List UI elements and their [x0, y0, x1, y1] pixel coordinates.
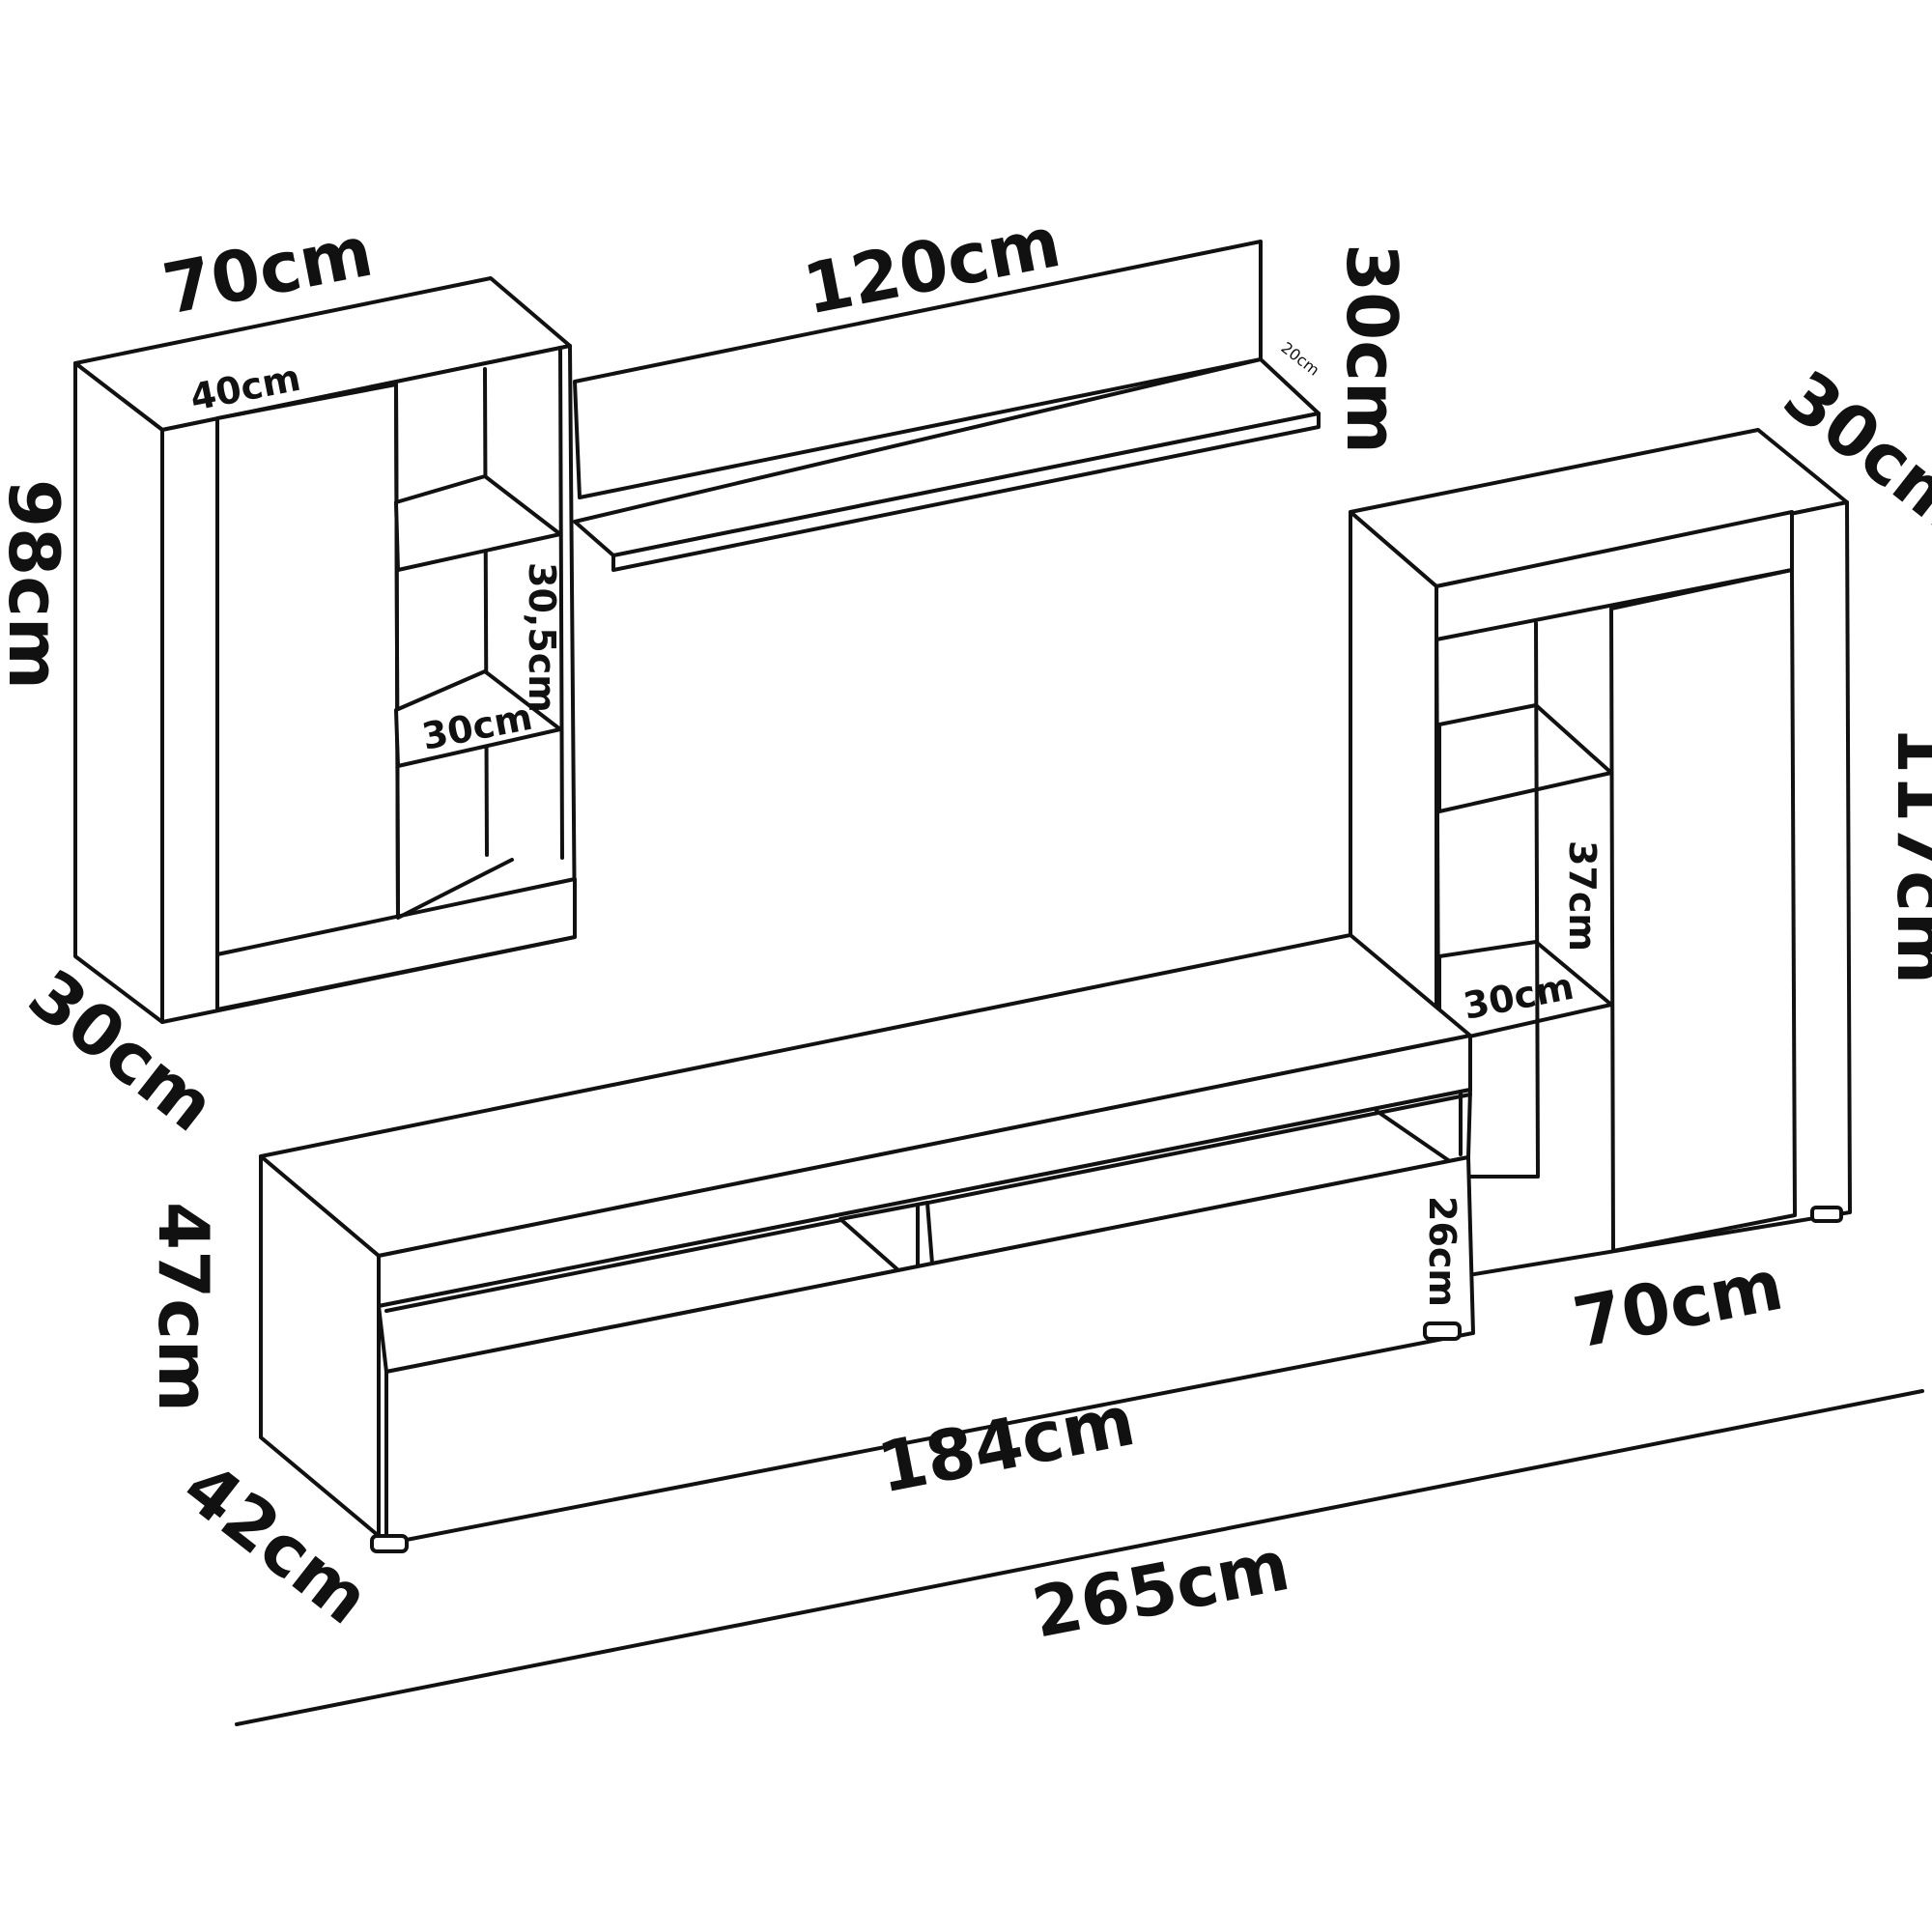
left-cabinet-side	[73, 361, 164, 1024]
tv-unit-height-label: 47cm	[143, 1202, 224, 1412]
wall-shelf-edge	[611, 412, 1321, 572]
shelf-height-label: 30cm	[1331, 243, 1412, 454]
tv-unit	[259, 933, 1475, 1553]
wall-shelf	[573, 240, 1321, 572]
left-cabinet	[73, 276, 577, 1024]
right-cabinet-shelf-height-label: 37cm	[1561, 840, 1604, 952]
tv-unit-foot-right	[1423, 1321, 1462, 1341]
right-cabinet-foot	[1810, 1206, 1843, 1223]
left-cabinet-height-label: 98cm	[0, 479, 74, 690]
shelf-depth-label: 20cm	[1278, 338, 1323, 380]
left-cabinet-door	[215, 383, 400, 956]
left-cabinet-shelf-height-label: 30,5cm	[521, 562, 563, 713]
tv-unit-drawer	[384, 1155, 1475, 1546]
right-cabinet-shelf-1	[1437, 703, 1613, 813]
left-cabinet-shelf-1	[394, 474, 562, 572]
left-cabinet-plinth	[215, 877, 577, 1011]
tv-unit-opening-height-label: 26cm	[1421, 1196, 1463, 1307]
right-cabinet-width-label: 70cm	[1567, 1244, 1789, 1364]
left-cabinet-shelf-2	[394, 669, 562, 768]
tv-unit-foot-left	[370, 1534, 409, 1553]
total-width-label: 265cm	[1026, 1524, 1295, 1654]
right-cabinet-height-label: 117cm	[1882, 725, 1932, 984]
total-width-line	[235, 1389, 1924, 1726]
right-cabinet-door	[1609, 568, 1797, 1253]
